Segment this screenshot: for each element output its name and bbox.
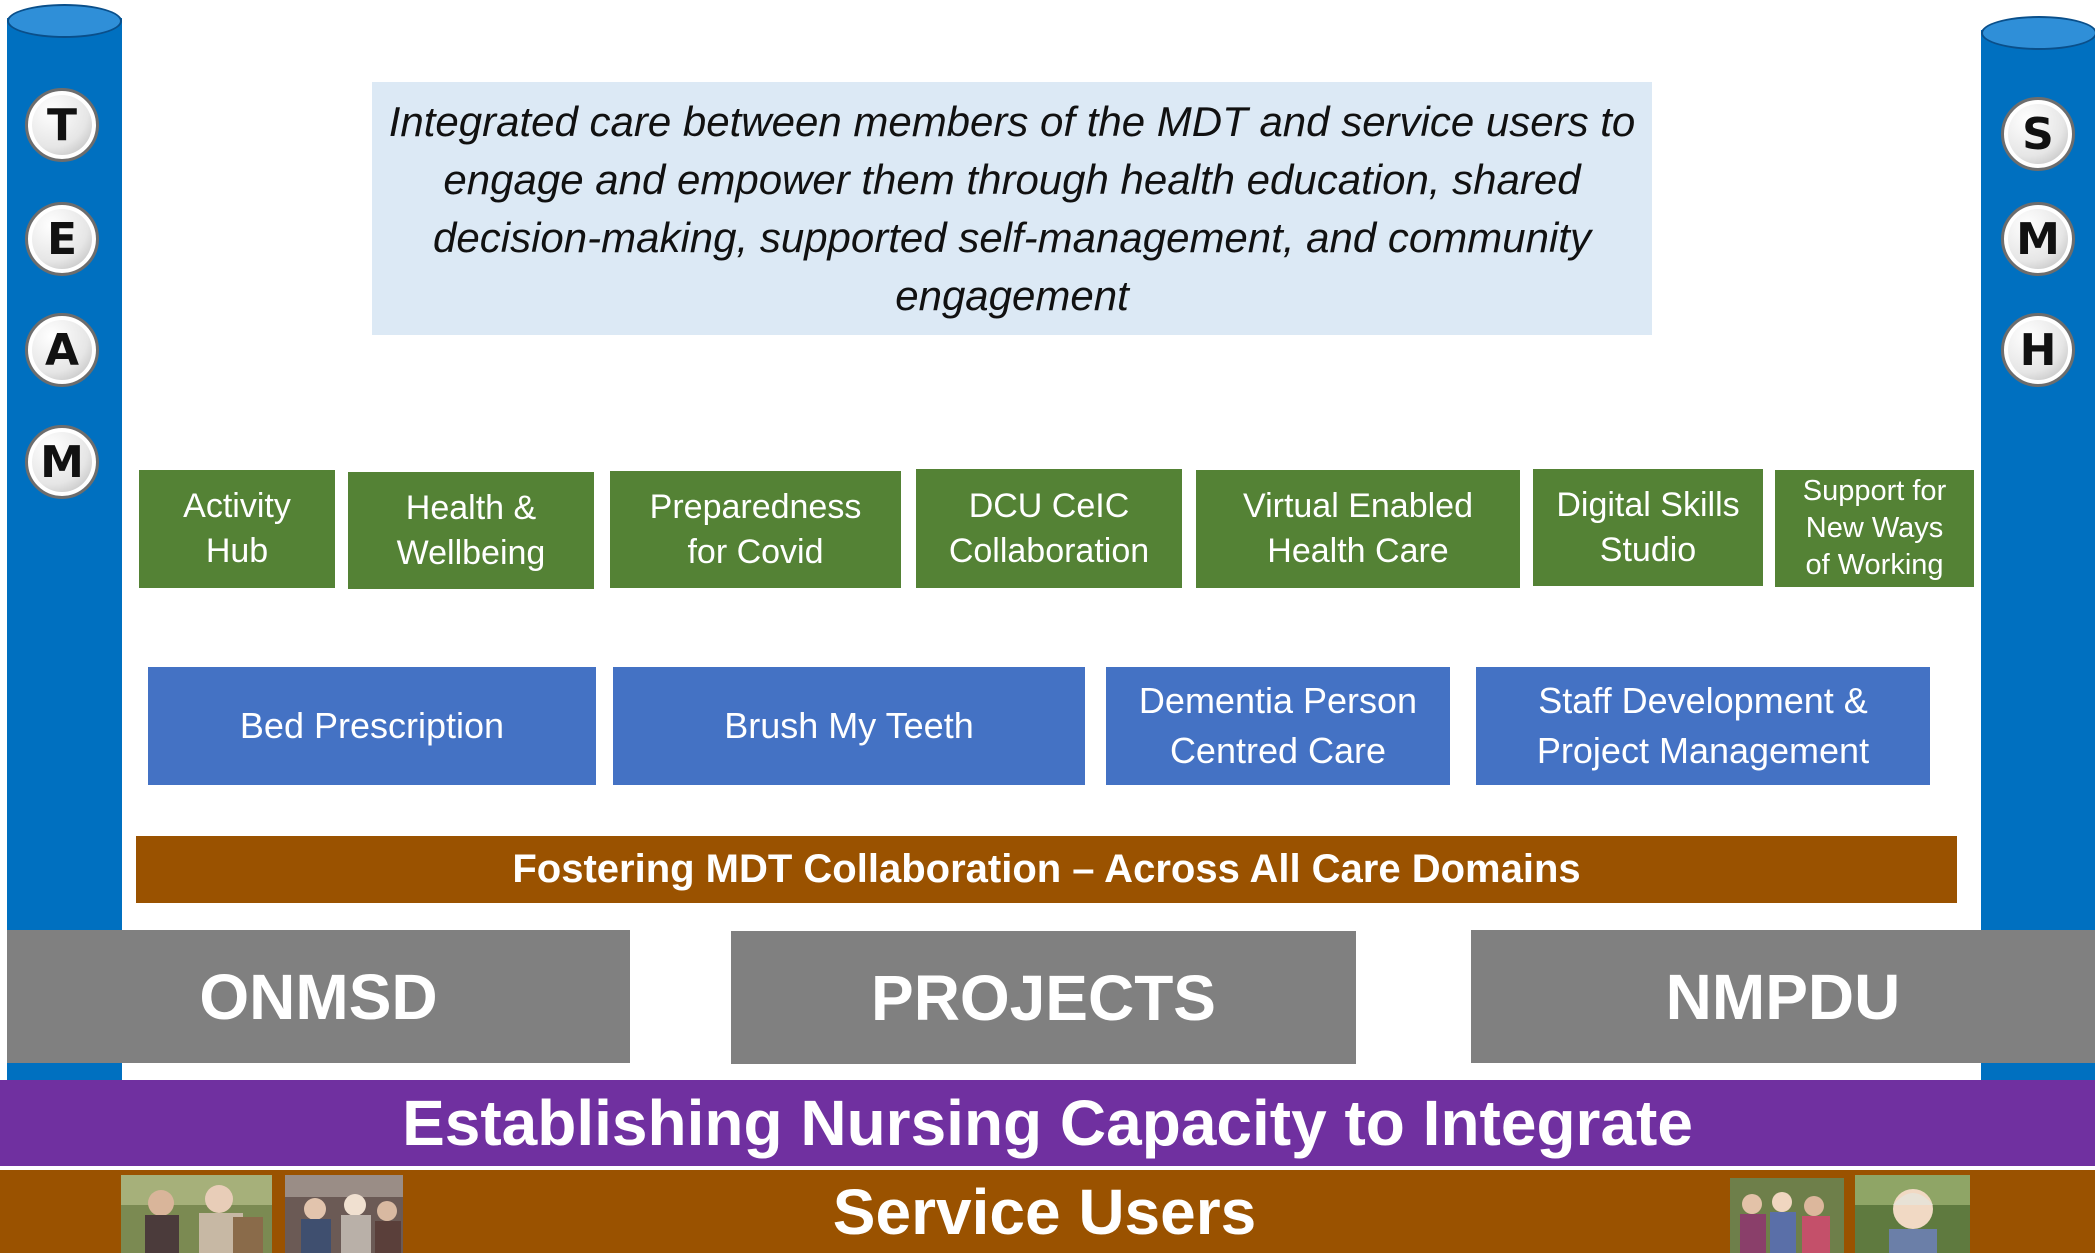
- virtual-enabled-health-care-label: Virtual Enabled Health Care: [1243, 487, 1473, 570]
- digital-skills-studio-label: Digital Skills Studio: [1556, 485, 1740, 569]
- onmsd-block: ONMSD: [7, 930, 630, 1063]
- collaboration-bar-label: Fostering MDT Collaboration – Across All…: [512, 847, 1581, 891]
- team-letter-t-badge: T: [25, 88, 99, 162]
- bed-prescription-box: Bed Prescription: [148, 667, 596, 785]
- service-users-photo-2: [285, 1175, 403, 1253]
- dementia-care-label: Dementia Person Centred Care: [1138, 680, 1418, 771]
- left-pillar: [7, 18, 122, 1080]
- smh-letter-m-badge: M: [2001, 202, 2075, 276]
- smh-letter-h-badge: H: [2001, 313, 2075, 387]
- digital-skills-studio-box: Digital Skills Studio: [1533, 469, 1763, 586]
- integrated-care-callout: Integrated care between members of the M…: [372, 82, 1652, 335]
- health-wellbeing-label: Health & Wellbeing: [396, 488, 546, 572]
- preparedness-covid-label: Preparedness for Covid: [649, 487, 862, 571]
- collaboration-bar: Fostering MDT Collaboration – Across All…: [136, 836, 1957, 903]
- team-letter-e-badge: E: [25, 202, 99, 276]
- activity-hub-box: Activity Hub: [139, 470, 335, 588]
- service-users-photo-4: [1855, 1175, 1970, 1253]
- support-new-ways-box: Support for New Ways of Working: [1775, 470, 1974, 587]
- service-users-photo-3: [1730, 1178, 1844, 1253]
- integrated-care-text: Integrated care between members of the M…: [388, 97, 1636, 319]
- right-pillar-top: [1981, 16, 2095, 50]
- support-new-ways-label: Support for New Ways of Working: [1802, 475, 1947, 581]
- projects-label: PROJECTS: [871, 961, 1216, 1034]
- service-users-label: Service Users: [832, 1175, 1257, 1248]
- nursing-capacity-label: Establishing Nursing Capacity to Integra…: [402, 1087, 1693, 1159]
- brush-my-teeth-label: Brush My Teeth: [724, 705, 974, 746]
- projects-block: PROJECTS: [731, 931, 1356, 1064]
- right-pillar: [1981, 30, 2095, 1080]
- dcu-ceic-collaboration-box: DCU CeIC Collaboration: [916, 469, 1182, 588]
- nmpdu-label: NMPDU: [1665, 960, 1901, 1033]
- left-pillar-top: [7, 4, 122, 38]
- staff-development-label: Staff Development & Project Management: [1536, 680, 1870, 771]
- preparedness-covid-box: Preparedness for Covid: [610, 471, 901, 588]
- smh-letter-s-badge: S: [2001, 97, 2075, 171]
- onmsd-label: ONMSD: [199, 960, 438, 1033]
- team-letter-a-badge: A: [25, 313, 99, 387]
- service-users-photo-1: [121, 1175, 272, 1253]
- health-wellbeing-box: Health & Wellbeing: [348, 472, 594, 589]
- dcu-ceic-collaboration-label: DCU CeIC Collaboration: [948, 486, 1150, 570]
- dementia-care-box: Dementia Person Centred Care: [1106, 667, 1450, 785]
- staff-development-box: Staff Development & Project Management: [1476, 667, 1930, 785]
- bed-prescription-label: Bed Prescription: [239, 705, 505, 746]
- nmpdu-block: NMPDU: [1471, 930, 2095, 1063]
- activity-hub-label: Activity Hub: [183, 487, 291, 570]
- team-letter-m-badge: M: [25, 425, 99, 499]
- virtual-enabled-health-care-box: Virtual Enabled Health Care: [1196, 470, 1520, 588]
- brush-my-teeth-box: Brush My Teeth: [613, 667, 1085, 785]
- nursing-capacity-bar: Establishing Nursing Capacity to Integra…: [0, 1080, 2095, 1166]
